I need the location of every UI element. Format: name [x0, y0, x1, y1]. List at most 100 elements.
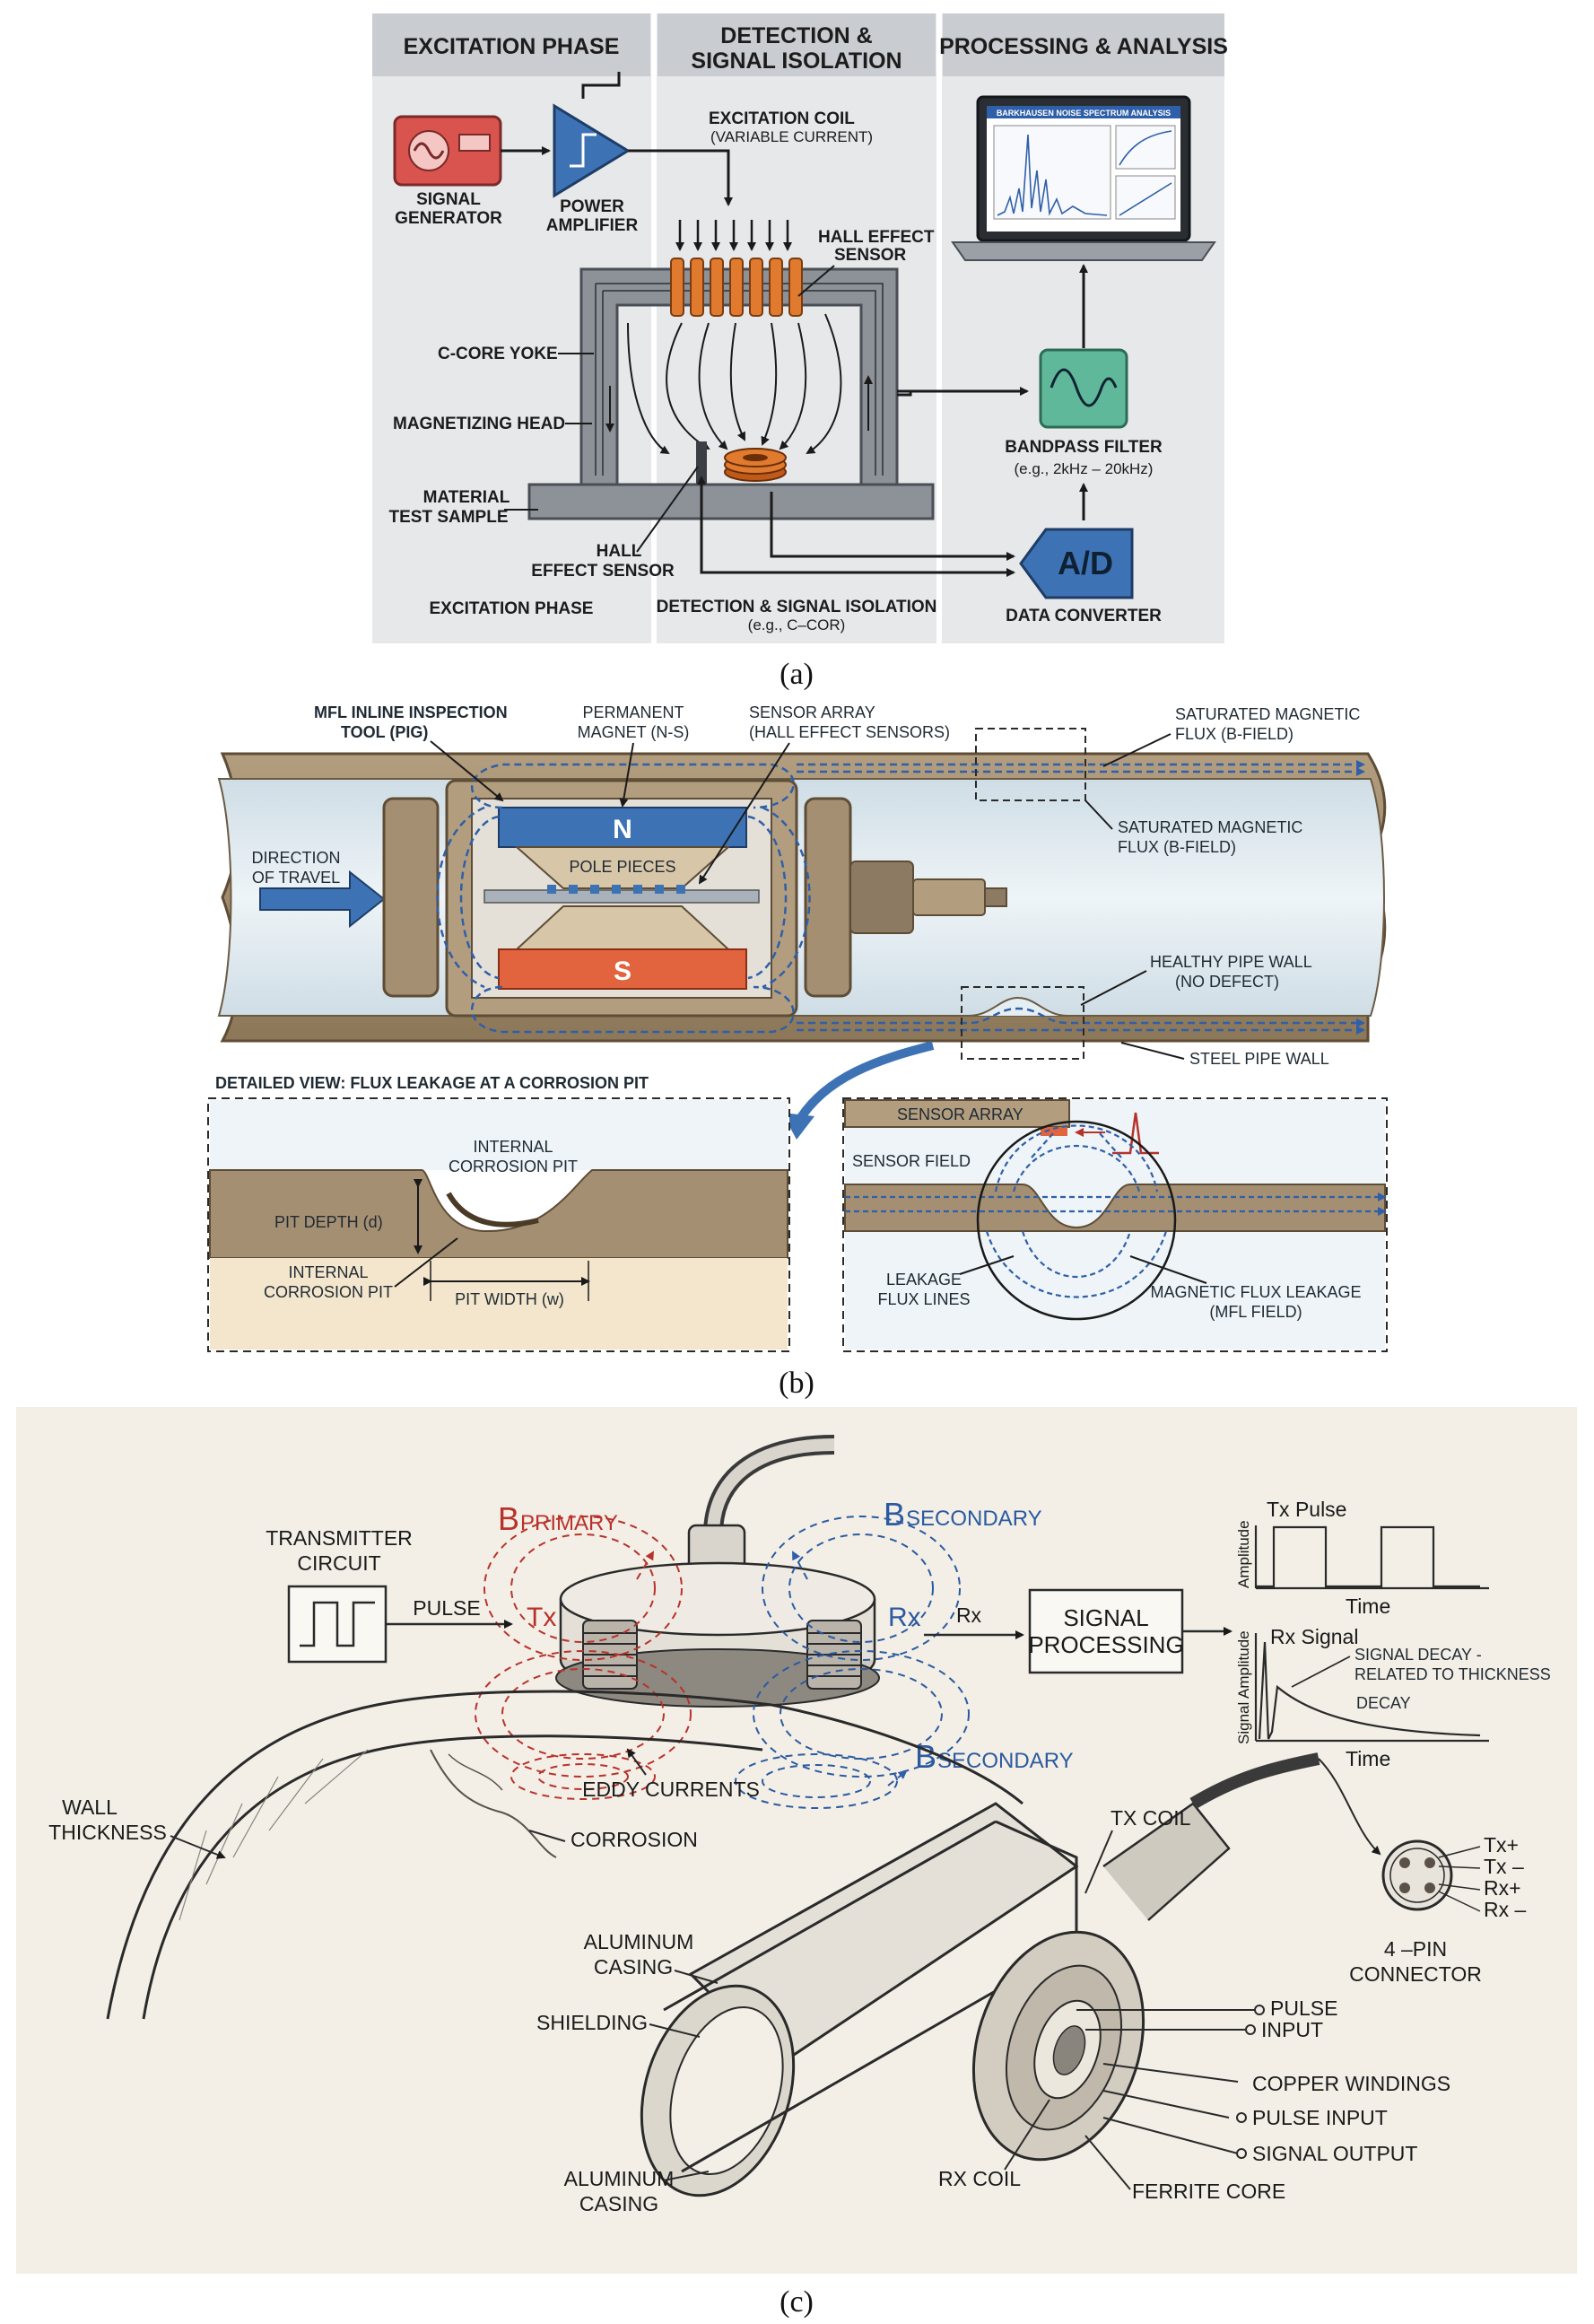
label-pole-pieces: POLE PIECES	[569, 858, 675, 876]
label-sensor-array-2: (HALL EFFECT SENSORS)	[749, 723, 950, 741]
label-b-primary-sub: PRIMARY	[520, 1511, 618, 1535]
callout-defect	[961, 986, 1084, 1060]
secondary-field-lines	[735, 1516, 970, 1809]
label-steel-wall: STEEL PIPE WALL	[1189, 1050, 1329, 1068]
label-internal-pit-b2: CORROSION PIT	[264, 1283, 393, 1301]
panel-c: B PRIMARY B SECONDARY B SECONDARY Tx Rx …	[16, 1407, 1577, 2274]
label-c-core-yoke: C-CORE YOKE	[438, 345, 558, 363]
label-signal-generator-2: GENERATOR	[395, 209, 502, 228]
label-transmitter-2: CIRCUIT	[297, 1551, 380, 1575]
label-hall-sensor-top-2: SENSOR	[834, 246, 907, 265]
pipe-sketch	[106, 1690, 1023, 2020]
label-alu-bottom-1: ALUMINUM	[564, 2167, 675, 2190]
leader-hall-top	[797, 265, 835, 297]
label-rx-signal: Rx Signal	[1270, 1625, 1358, 1648]
square-wave-icon	[300, 1601, 375, 1647]
label-pulse-input-b: PULSE INPUT	[1252, 2106, 1388, 2129]
sine-wave-icon	[413, 142, 445, 160]
label-material-2: TEST SAMPLE	[388, 508, 508, 527]
leakage-flux-lines	[845, 1124, 1387, 1298]
tx-pulse-plot	[1254, 1525, 1489, 1590]
leader-hall-bottom	[636, 466, 699, 553]
label-signal-proc-1: SIGNAL	[1063, 1604, 1148, 1631]
label-connector-1: 4 –PIN	[1384, 1937, 1447, 1961]
label-data-converter: DATA CONVERTER	[1006, 607, 1162, 625]
label-rx-arrow: Rx	[956, 1603, 982, 1627]
drive-module	[849, 861, 914, 934]
label-signal-output: SIGNAL OUTPUT	[1252, 2142, 1417, 2165]
leakage-circle	[976, 1120, 1177, 1321]
probe-wires	[1076, 2005, 1265, 2159]
corrosion-texture	[446, 1192, 539, 1228]
detail-sensor-array	[844, 1099, 1070, 1128]
label-mfl-1: MAGNETIC FLUX LEAKAGE	[1150, 1283, 1361, 1301]
label-leakage-1: LEAKAGE	[886, 1271, 962, 1289]
label-pit-depth: PIT DEPTH (d)	[274, 1213, 383, 1231]
detail-wall	[209, 1169, 788, 1259]
label-b-secondary2-main: B	[915, 1738, 936, 1775]
label-sat-flux-top-2: FLUX (B-FIELD)	[1175, 725, 1293, 743]
magnet-north	[498, 807, 747, 848]
label-direction-1: DIRECTION	[252, 849, 341, 867]
header-detection-1: DETECTION &	[720, 23, 872, 48]
rx-signal-plot	[1254, 1633, 1489, 1743]
label-power-amplifier-1: POWER	[560, 197, 624, 216]
label-mfl-2: (MFL FIELD)	[1209, 1303, 1302, 1321]
caption-b: (b)	[779, 1367, 814, 1400]
label-internal-pit-2: CORROSION PIT	[449, 1158, 578, 1175]
label-alu-top-1: ALUMINUM	[584, 1930, 694, 1953]
magnet-south	[498, 948, 747, 990]
label-internal-pit-1: INTERNAL	[473, 1138, 553, 1156]
label-healthy-2: (NO DEFECT)	[1175, 973, 1279, 991]
label-tx-coil: TX COIL	[1111, 1806, 1191, 1830]
label-leakage-2: FLUX LINES	[877, 1290, 970, 1308]
header-excitation-bg	[372, 13, 650, 76]
label-sensor-field: SENSOR FIELD	[852, 1152, 971, 1170]
label-alu-top-2: CASING	[594, 1955, 673, 1979]
sensor-array-b	[547, 885, 685, 894]
label-pin-rx-plus: Rx+	[1484, 1876, 1521, 1900]
label-tx-pulse: Tx Pulse	[1267, 1498, 1346, 1521]
label-direction-2: OF TRAVEL	[252, 869, 340, 887]
label-b-primary-main: B	[498, 1500, 519, 1537]
label-excitation-coil-sub: (VARIABLE CURRENT)	[710, 128, 873, 145]
label-rx: Rx	[888, 1603, 921, 1632]
label-healthy-1: HEALTHY PIPE WALL	[1150, 953, 1312, 971]
label-b-secondary2-sub: SECONDARY	[937, 1749, 1074, 1773]
label-signal-generator-1: SIGNAL	[416, 190, 481, 209]
arrow-amp-to-coil	[628, 149, 733, 206]
label-hall-bottom-2: EFFECT SENSOR	[531, 562, 675, 581]
material-test-sample	[527, 483, 935, 520]
wire-yoke-to-filter	[897, 391, 1027, 395]
zoom-arrow	[794, 1041, 935, 1124]
label-pin-rx-minus: Rx –	[1484, 1898, 1527, 1921]
label-amplitude: Amplitude	[1235, 1520, 1252, 1588]
label-wall-1: WALL	[62, 1795, 118, 1819]
label-time-2: Time	[1346, 1747, 1390, 1770]
label-power-amplifier-2: AMPLIFIER	[546, 216, 639, 235]
label-wall-2: THICKNESS	[48, 1821, 167, 1844]
label-tool-1: MFL INLINE INSPECTION	[314, 703, 508, 721]
label-sat-flux-mid-2: FLUX (B-FIELD)	[1118, 838, 1236, 856]
label-pulse: PULSE	[413, 1596, 480, 1620]
label-sat-flux-top-1: SATURATED MAGNETIC	[1175, 705, 1360, 723]
label-sensor-array-1: SENSOR ARRAY	[749, 703, 875, 721]
signal-generator	[393, 115, 502, 187]
label-south: S	[614, 957, 632, 986]
flux-lines-a	[605, 313, 873, 455]
panel-b: DIRECTION OF TRAVEL N POLE PIECES S	[207, 703, 1388, 1352]
label-tool-2: TOOL (PIG)	[341, 723, 428, 741]
rx-coil-winding	[806, 1620, 862, 1690]
pulse-response-icon	[1112, 1112, 1159, 1155]
label-signal-amplitude: Signal Amplitude	[1235, 1630, 1252, 1744]
label-magnet-1: PERMANENT	[582, 703, 684, 721]
label-detection-bottom-sub: (e.g., C–COR)	[748, 616, 846, 633]
header-excitation: EXCITATION PHASE	[404, 34, 620, 59]
label-tx: Tx	[527, 1603, 556, 1632]
label-sensor-array-detail: SENSOR ARRAY	[897, 1105, 1023, 1123]
label-pulse-input-2: INPUT	[1261, 2018, 1323, 2041]
pickup-coil	[724, 448, 787, 482]
label-b-secondary-sub: SECONDARY	[906, 1507, 1042, 1531]
label-time-1: Time	[1346, 1594, 1390, 1618]
